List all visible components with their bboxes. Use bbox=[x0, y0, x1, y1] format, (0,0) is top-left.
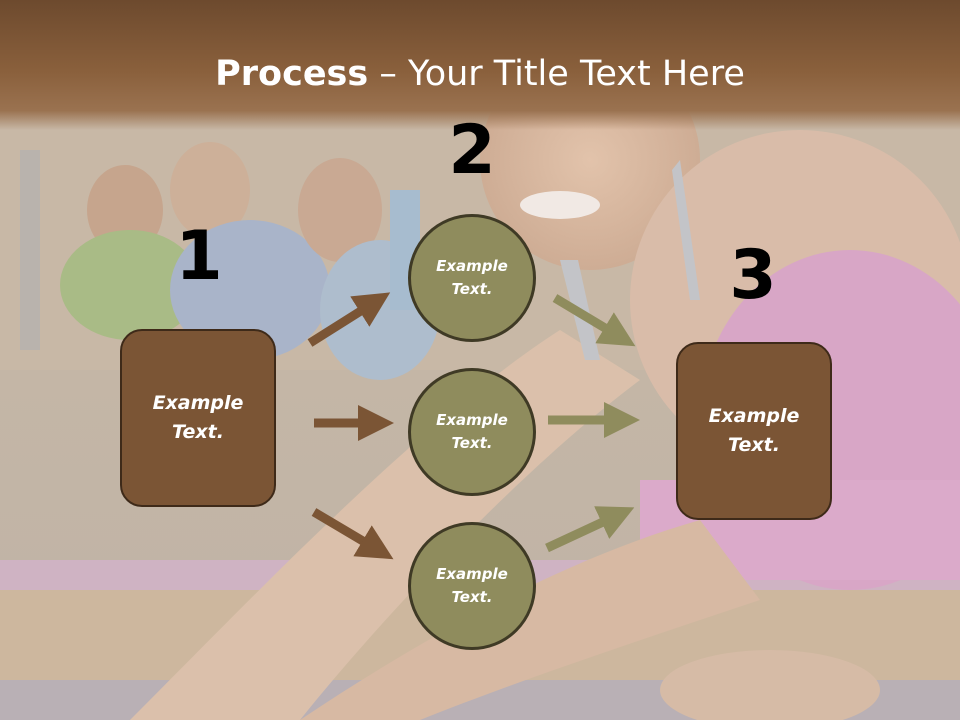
title-rest: – Your Title Text Here bbox=[368, 54, 745, 94]
process-circle-3-label: Example Text. bbox=[436, 565, 508, 606]
slide-title: Process – Your Title Text Here bbox=[0, 52, 960, 96]
process-circle-2-label: Example Text. bbox=[436, 411, 508, 452]
arrows-left bbox=[307, 292, 394, 560]
process-box-3[interactable]: Example Text. bbox=[676, 342, 832, 520]
title-bold: Process bbox=[215, 54, 369, 94]
process-box-1-label: Example Text. bbox=[152, 392, 244, 443]
process-box-3-label: Example Text. bbox=[708, 405, 800, 456]
step-number-2: 2 bbox=[448, 111, 496, 190]
arrow-circle3-to-box3 bbox=[545, 506, 635, 553]
process-circle-2[interactable]: Example Text. bbox=[408, 368, 536, 496]
arrow-circle1-to-box3 bbox=[552, 294, 636, 347]
process-box-1[interactable]: Example Text. bbox=[120, 329, 276, 507]
title-bar bbox=[0, 0, 960, 130]
arrow-box1-to-circle3 bbox=[311, 508, 394, 560]
process-circle-1-label: Example Text. bbox=[436, 257, 508, 298]
arrow-box1-to-circle1 bbox=[307, 292, 391, 347]
process-circle-1[interactable]: Example Text. bbox=[408, 214, 536, 342]
process-circle-3[interactable]: Example Text. bbox=[408, 522, 536, 650]
arrows-right bbox=[545, 294, 640, 553]
step-number-3: 3 bbox=[729, 236, 777, 315]
step-number-1: 1 bbox=[175, 217, 223, 296]
